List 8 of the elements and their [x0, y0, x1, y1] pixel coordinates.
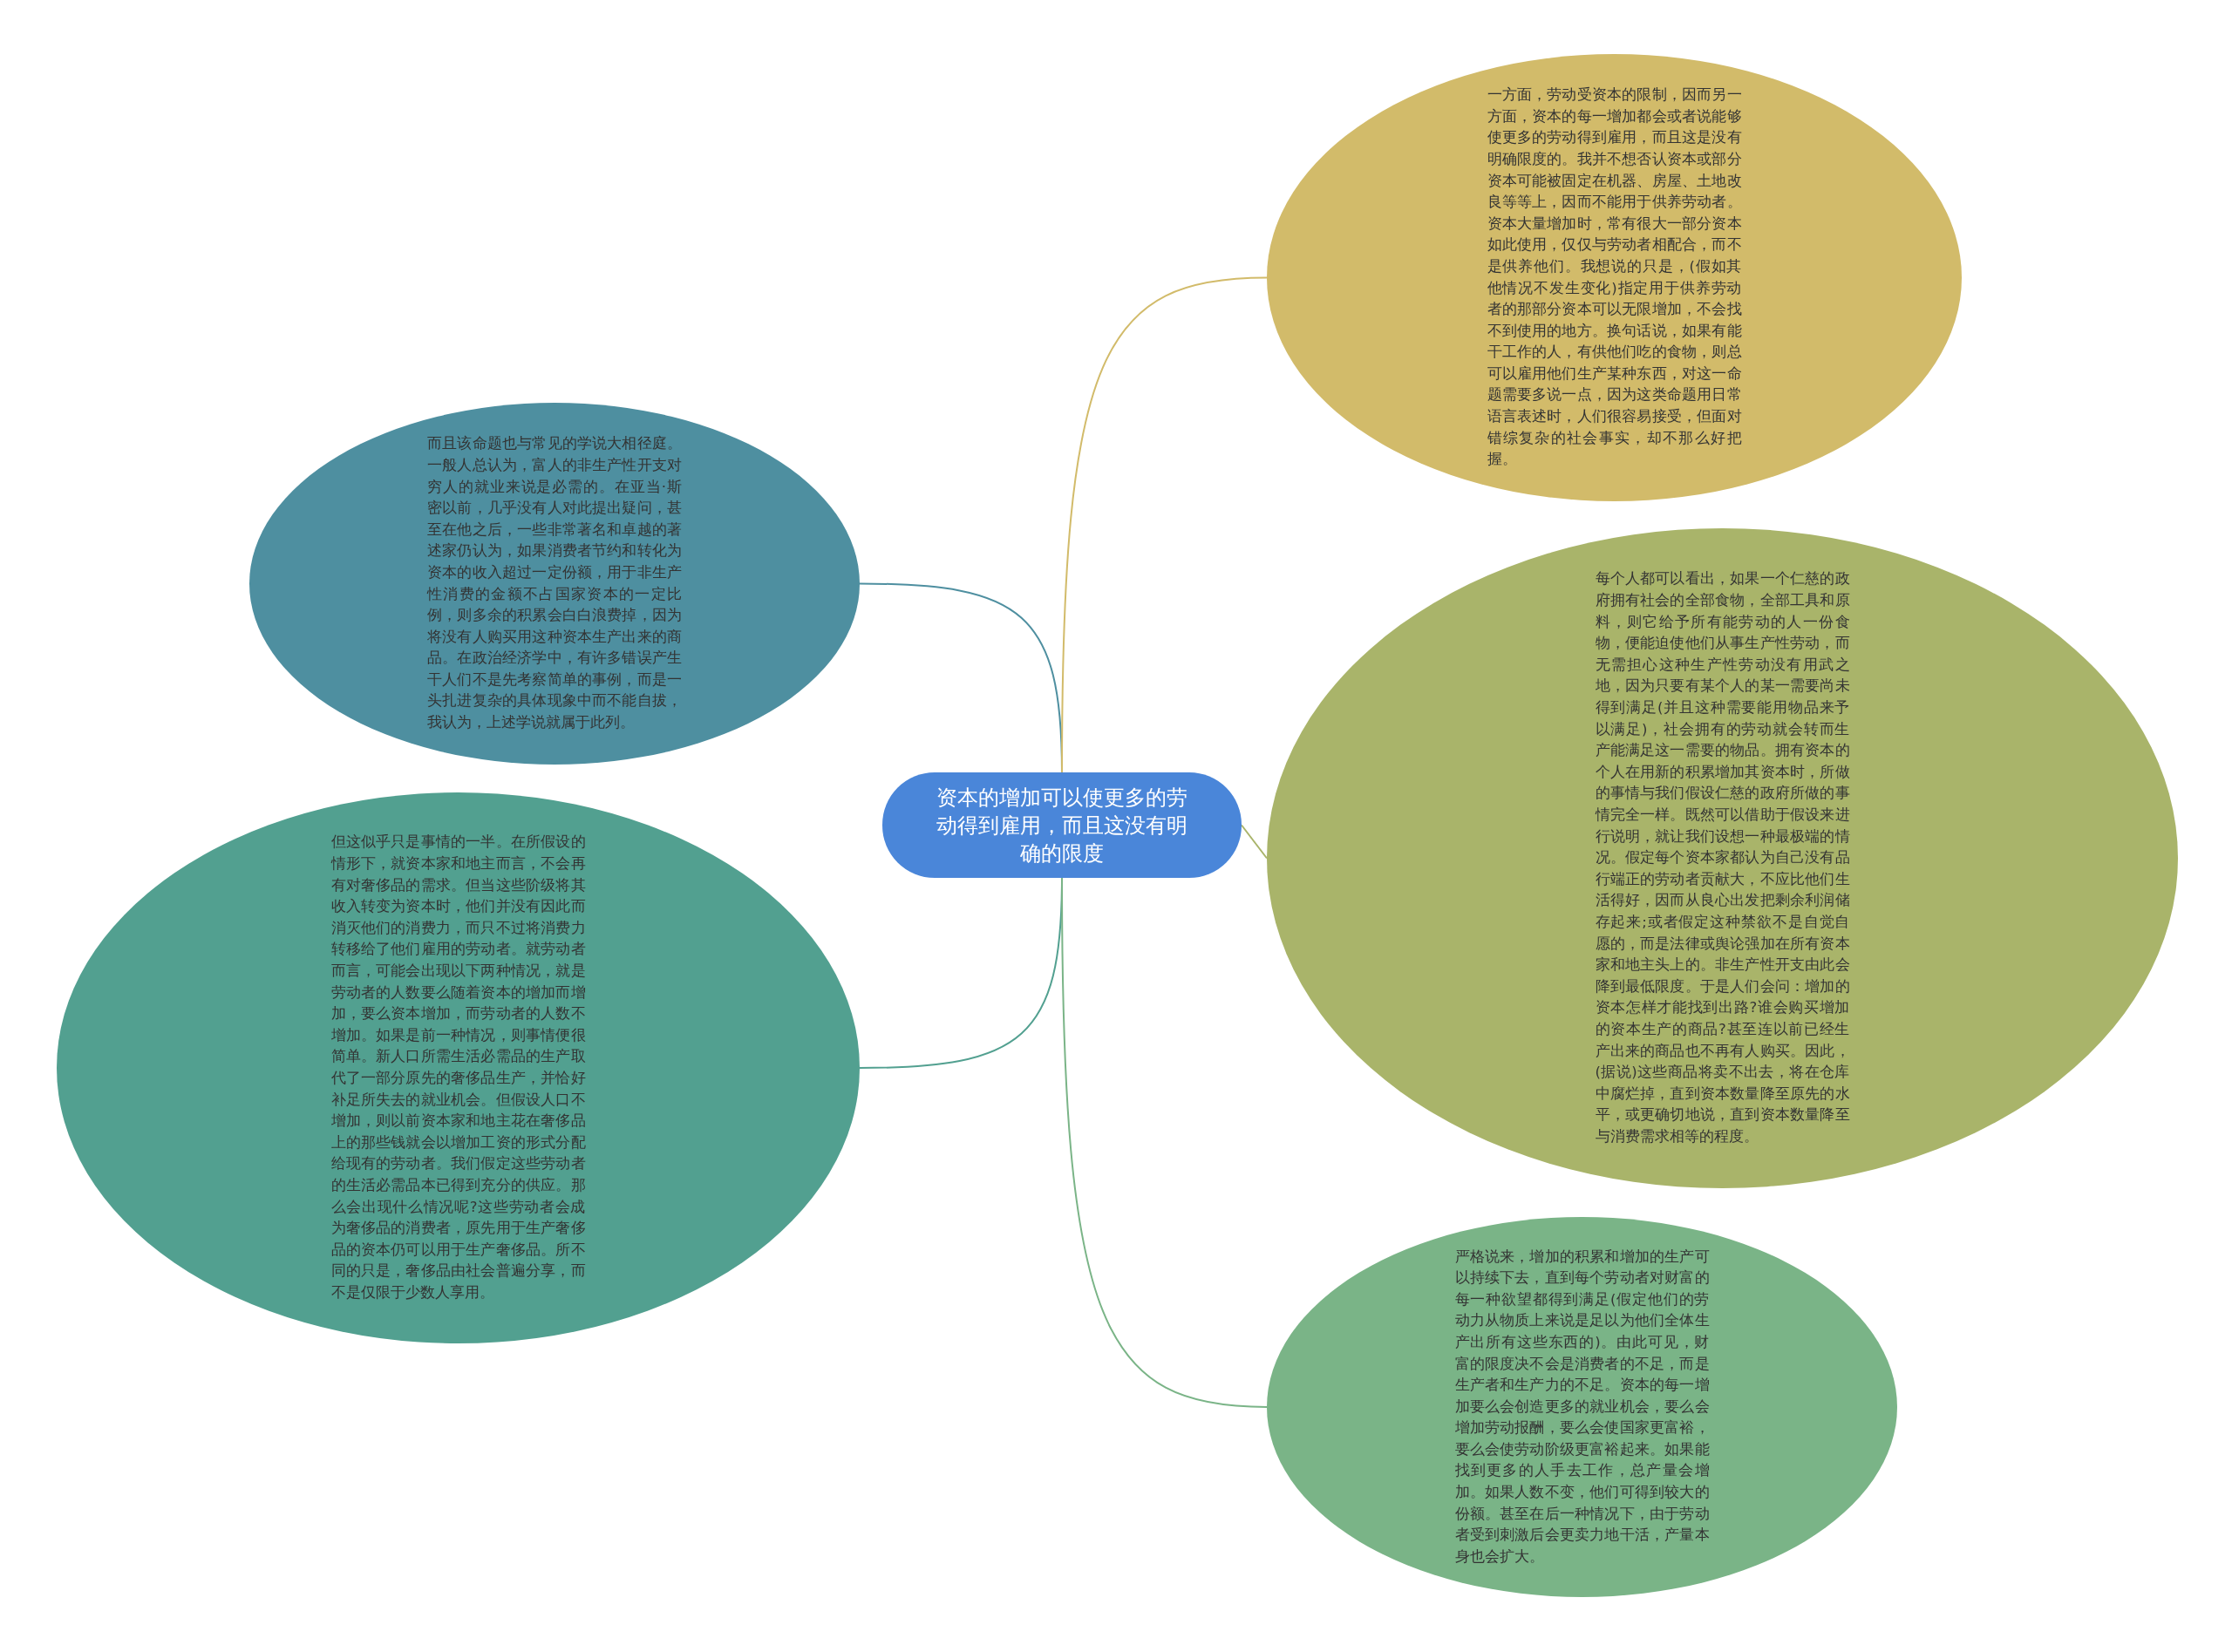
connector-line [1241, 824, 1268, 860]
connector-line [1061, 276, 1268, 773]
node-text: 而且该命题也与常见的学说大相径庭。一般人总认为，富人的非生产性开支对穷人的就业来说是必需的。在亚当·斯密以前，几乎没有人对此提出疑问，甚至在他之后，一些非常著名和卓越的著述家仍认为，如果消费者节约和转化为资本的收入超过一定份额，用于非生产性消费的金额不占国家资本的一定比例，则多余的积累会白白浪费掉，因为将没有人购买用这种资本生产出来的商品。在政治经济学中，有许多错误产生干人们不是先考察简单的事例，而是一头扎进复杂的具体现象中而不能自拔，我认为，上述学说就属于此列。 [427, 434, 682, 733]
node-text: 但这似乎只是事情的一半。在所假设的情形下，就资本家和地主而言，不会再有对奢侈品的需求。但当这些阶级将其收入转变为资本时，他们并没有因此而消灭他们的消费力，而只不过将消费力转移给了他们雇用的劳动者。就劳动者而言，可能会出现以下两种情况，就是劳动者的人数要么随着资本的增加而增加，要么资本增加，而劳动者的人数不增加。如果是前一种情况，则事情便很简单。新人口所需生活必需品的生产取代了一部分原先的奢侈品生产，并恰好补足所失去的就业机会。但假设人口不增加，则以前资本家和地主花在奢侈品上的那些钱就会以增加工资的形式分配给现有的劳动者。我们假定这些劳动者的生活必需品本已得到充分的供应。那么会出现什么情况呢?这些劳动者会成为奢侈品的消费者，原先用于生产奢侈品的资本仍可以用于生产奢侈品。所不同的只是，奢侈品由社会普遍分享，而不是仅限于少数人享用。 [330, 833, 586, 1302]
node-text: 一方面，劳动受资本的限制，因而另一方面，资本的每一增加都会或者说能够使更多的劳动得到雇用，而且这是没有明确限度的。我并不想否认资本或部分资本可能被固定在机器、房屋、土地改良等等上，因而不能用于供养劳动者。资本大量增加时，常有很大一部分资本如此使用，仅仅与劳动者相配合，而不是供养他们。我想说的只是，(假如其他情况不发生变化)指定用于供养劳动者的那部分资本可以无限增加，不会找不到使用的地方。换句话说，如果有能干工作的人，有供他们吃的食物，则总可以雇用他们生产某种东西，对这一命题需要多说一点，因为这类命题用日常语言表述时，人们很容易接受，但面对错综复杂的社会事实，却不那么好把握。 [1487, 85, 1742, 470]
node-text: 每个人都可以看出，如果一个仁慈的政府拥有社会的全部食物，全部工具和原料，则它给予所有能劳动的人一份食物，便能迫使他们从事生产性劳动，而无需担心这种生产性劳动没有用武之地，因为只要有某个人的某一需要尚未得到满足(并且这种需要能用物品来予以满足)，社会拥有的劳动就会转而生产能满足这一需要的物品。拥有资本的个人在用新的积累增加其资本时，所做的事情与我们假设仁慈的政府所做的事情完全一样。既然可以借助于假设来进行说明，就让我们设想一种最极端的情况。假定每个资本家都认为自己没有品行端正的劳动者贡献大，不应比他们生活得好，因而从良心出发把剩余利润储存起来;或者假定这种禁欲不是自觉自愿的，而是法律或舆论强加在所有资本家和地主头上的。非生产性开支由此会降到最低限度。于是人们会问：增加的资本怎样才能找到出路?谁会购买增加的资本生产的商品?甚至连以前已经生产出来的商品也不再有人购买。因此，(据说)这些商品将卖不出去，将在仓库中腐烂掉，直到资本数量降至原先的水平，或更确切地说，直到资本数量降至与消费需求相等的程度。 [1595, 569, 1850, 1146]
node-text: 严格说来，增加的积累和增加的生产可以持续下去，直到每个劳动者对财富的每一种欲望都得到满足(假定他们的劳动力从物质上来说是足以为他们全体生产出所有这些东西的)。由此可见，财富的限度决不会是消费者的不足，而是生产者和生产力的不足。资本的每一增加要么会创造更多的就业机会，要么会增加劳动报酬，要么会使国家更富裕，要么会使劳动阶级更富裕起来。如果能找到更多的人手去工作，总产量会增加。如果人数不变，他们可得到较大的份额。甚至在后一种情况下，由于劳动者受到刺激后会更卖力地干活，产量本身也会扩大。 [1454, 1247, 1710, 1567]
topic-text: 资本的增加可以使更多的劳动得到雇用，而且这没有明确的限度 [936, 784, 1188, 867]
